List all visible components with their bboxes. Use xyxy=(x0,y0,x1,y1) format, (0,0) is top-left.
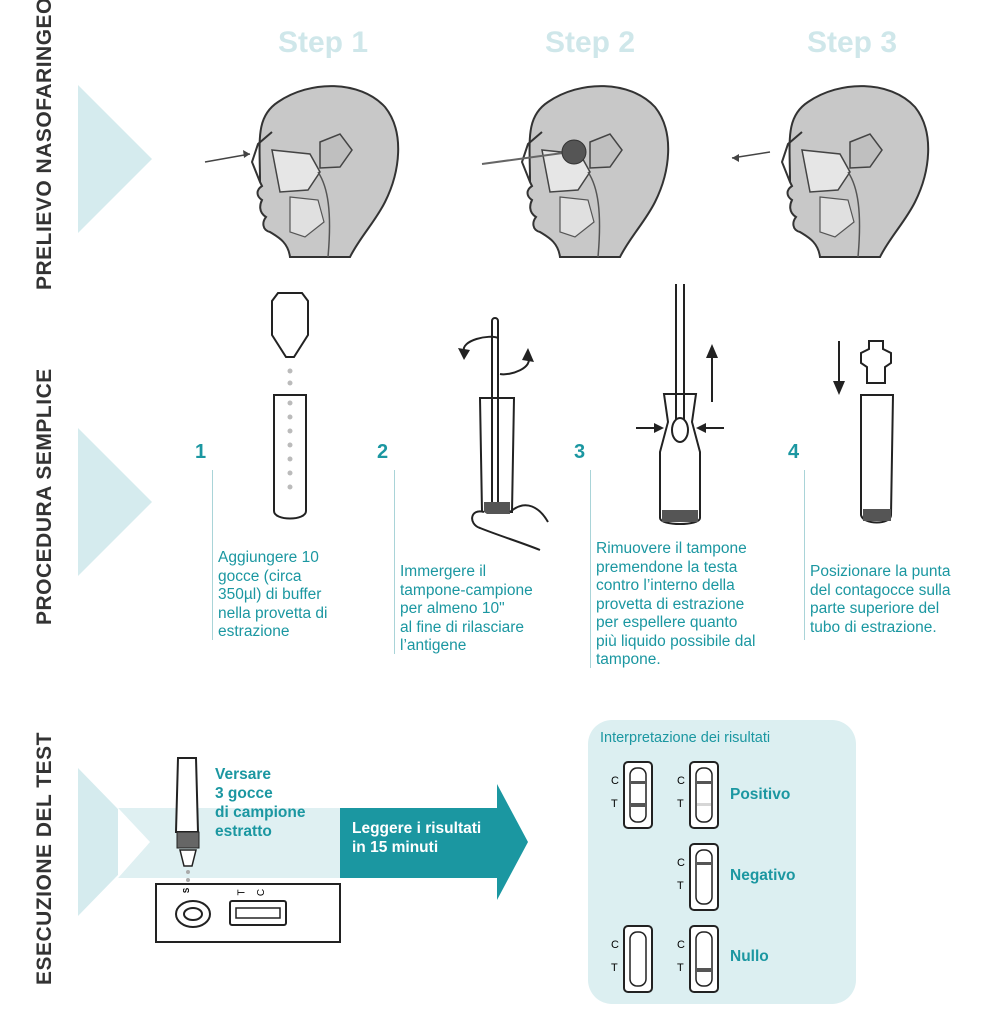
procedure-divider-3 xyxy=(590,470,591,668)
dropper-tip-illustration xyxy=(833,340,895,524)
strip-t-label: T xyxy=(677,962,684,974)
read-results-text: Leggere i risultati in 15 minuti xyxy=(352,820,482,856)
procedure-step-text-3: Rimuovere il tampone premendone la testa… xyxy=(596,540,756,668)
cassette-c-label: C xyxy=(256,888,268,897)
strip-t-label: T xyxy=(611,962,618,974)
result-positive-label: Positivo xyxy=(730,786,791,803)
strip-c-label: C xyxy=(611,775,619,787)
procedure-divider-2 xyxy=(394,470,395,654)
procedure-divider-4 xyxy=(804,470,805,640)
section-label-sampling: PRELIEVO NASOFARINGEO xyxy=(33,0,56,290)
strip-c-label: C xyxy=(677,857,685,869)
procedure-step-number-1: 1 xyxy=(195,441,207,463)
strip-t-label: T xyxy=(677,798,684,810)
procedure-step-number-2: 2 xyxy=(377,441,389,463)
procedure-step-number-3: 3 xyxy=(574,441,586,463)
step-title-1: Step 1 xyxy=(277,26,369,59)
procedure-step-text-2: Immergere il tampone-campione per almeno… xyxy=(400,563,533,654)
strip-t-label: T xyxy=(611,798,618,810)
strip-c-label: C xyxy=(677,939,685,951)
result-invalid-label: Nullo xyxy=(730,948,769,965)
head-illustration-step3 xyxy=(731,85,930,258)
cassette-s-label: S xyxy=(182,887,192,894)
result-negative-label: Negativo xyxy=(730,867,796,884)
buffer-dropper-illustration xyxy=(271,292,309,520)
step-title-3: Step 3 xyxy=(806,26,898,59)
procedure-divider-1 xyxy=(212,470,213,640)
head-illustration-step2 xyxy=(481,85,670,258)
section-label-procedure: PROCEDURA SEMPLICE xyxy=(33,368,56,625)
section-label-execution: ESECUZIONE DEL TEST xyxy=(33,732,56,985)
cassette-t-label: T xyxy=(236,889,248,896)
head-illustration-step1 xyxy=(204,85,400,258)
swab-rotate-illustration xyxy=(458,317,549,551)
strip-c-label: C xyxy=(677,775,685,787)
strip-c-label: C xyxy=(611,939,619,951)
strip-t-label: T xyxy=(677,880,684,892)
procedure-step-number-4: 4 xyxy=(788,441,800,463)
step-title-2: Step 2 xyxy=(544,26,636,59)
results-title: Interpretazione dei risultati xyxy=(600,730,771,746)
pour-sample-text: Versare 3 gocce di campione estratto xyxy=(215,766,306,840)
squeeze-tube-illustration xyxy=(636,284,724,525)
procedure-step-text-1: Aggiungere 10 gocce (circa 350µl) di buf… xyxy=(218,549,328,640)
procedure-step-text-4: Posizionare la punta del contagocce sull… xyxy=(810,563,951,636)
